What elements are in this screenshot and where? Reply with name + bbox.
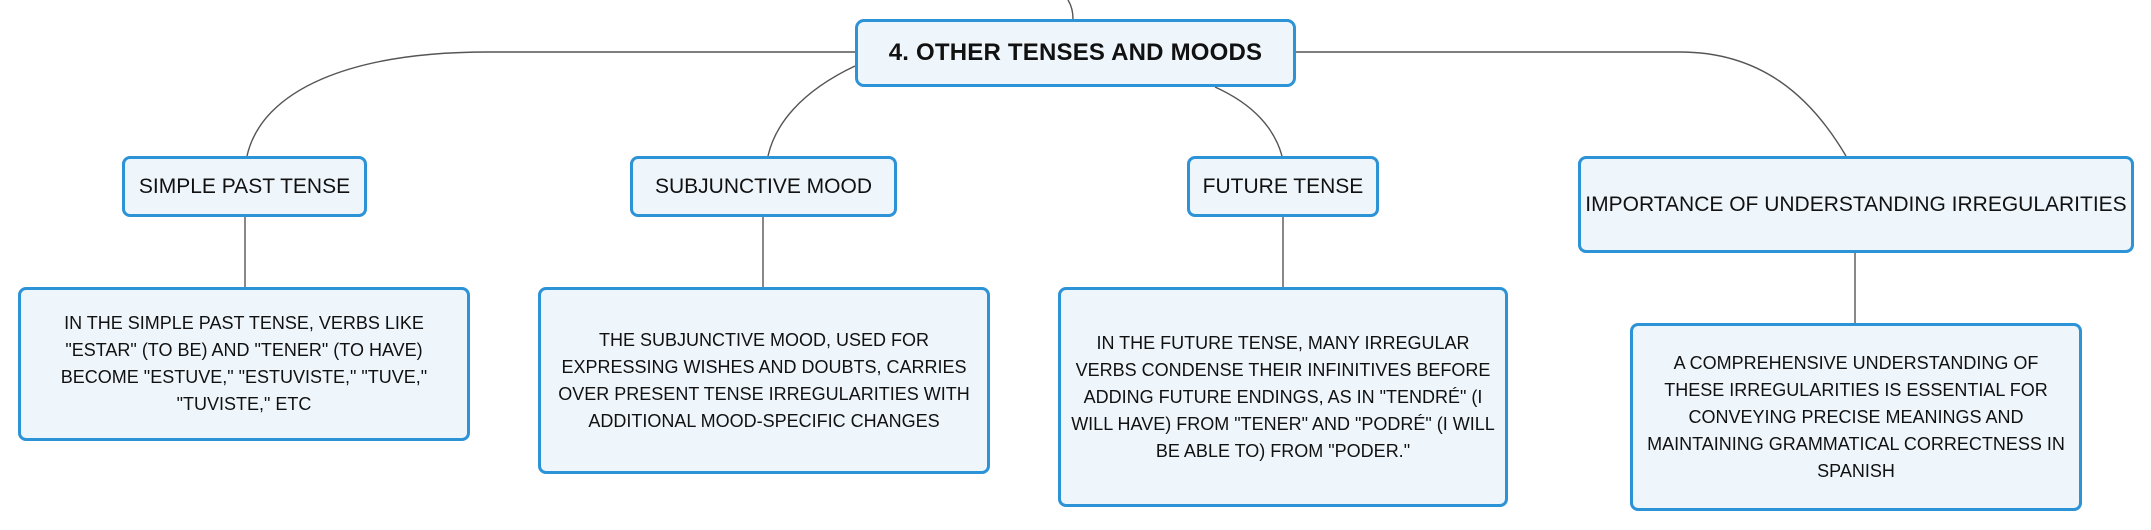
topic-node-subjunctive-mood[interactable]: SUBJUNCTIVE MOOD <box>630 156 897 217</box>
detail-node-future-tense[interactable]: IN THE FUTURE TENSE, MANY IRREGULAR VERB… <box>1058 287 1508 507</box>
connector-root-importance <box>1296 51 1847 157</box>
topic-node-importance-of-understanding-irregularities[interactable]: IMPORTANCE OF UNDERSTANDING IRREGULARITI… <box>1578 156 2134 253</box>
topic-label: FUTURE TENSE <box>1202 174 1364 198</box>
topic-node-simple-past-tense[interactable]: SIMPLE PAST TENSE <box>122 156 367 217</box>
detail-text: A COMPREHENSIVE UNDERSTANDING OF THESE I… <box>1647 352 2065 481</box>
detail-node-importance-of-understanding-irregularities[interactable]: A COMPREHENSIVE UNDERSTANDING OF THESE I… <box>1630 323 2082 511</box>
detail-text: THE SUBJUNCTIVE MOOD, USED FOR EXPRESSIN… <box>558 329 970 431</box>
detail-node-subjunctive-mood[interactable]: THE SUBJUNCTIVE MOOD, USED FOR EXPRESSIN… <box>538 287 990 474</box>
connector-root-simple-past <box>246 51 855 157</box>
connector-root-future <box>1214 86 1283 157</box>
detail-text: IN THE SIMPLE PAST TENSE, VERBS LIKE "ES… <box>60 313 428 414</box>
topic-node-future-tense[interactable]: FUTURE TENSE <box>1187 156 1379 217</box>
detail-text: IN THE FUTURE TENSE, MANY IRREGULAR VERB… <box>1071 332 1495 461</box>
topic-label: IMPORTANCE OF UNDERSTANDING IRREGULARITI… <box>1585 192 2127 216</box>
root-topic-label: 4. OTHER TENSES AND MOODS <box>888 39 1263 66</box>
topic-label: SIMPLE PAST TENSE <box>138 174 351 198</box>
detail-node-simple-past-tense[interactable]: IN THE SIMPLE PAST TENSE, VERBS LIKE "ES… <box>18 287 470 441</box>
connector-root-subjunctive <box>767 65 856 157</box>
topic-label: SUBJUNCTIVE MOOD <box>654 174 872 198</box>
connector-root-parent <box>1067 0 1074 20</box>
root-topic-node[interactable]: 4. OTHER TENSES AND MOODS <box>855 19 1296 87</box>
